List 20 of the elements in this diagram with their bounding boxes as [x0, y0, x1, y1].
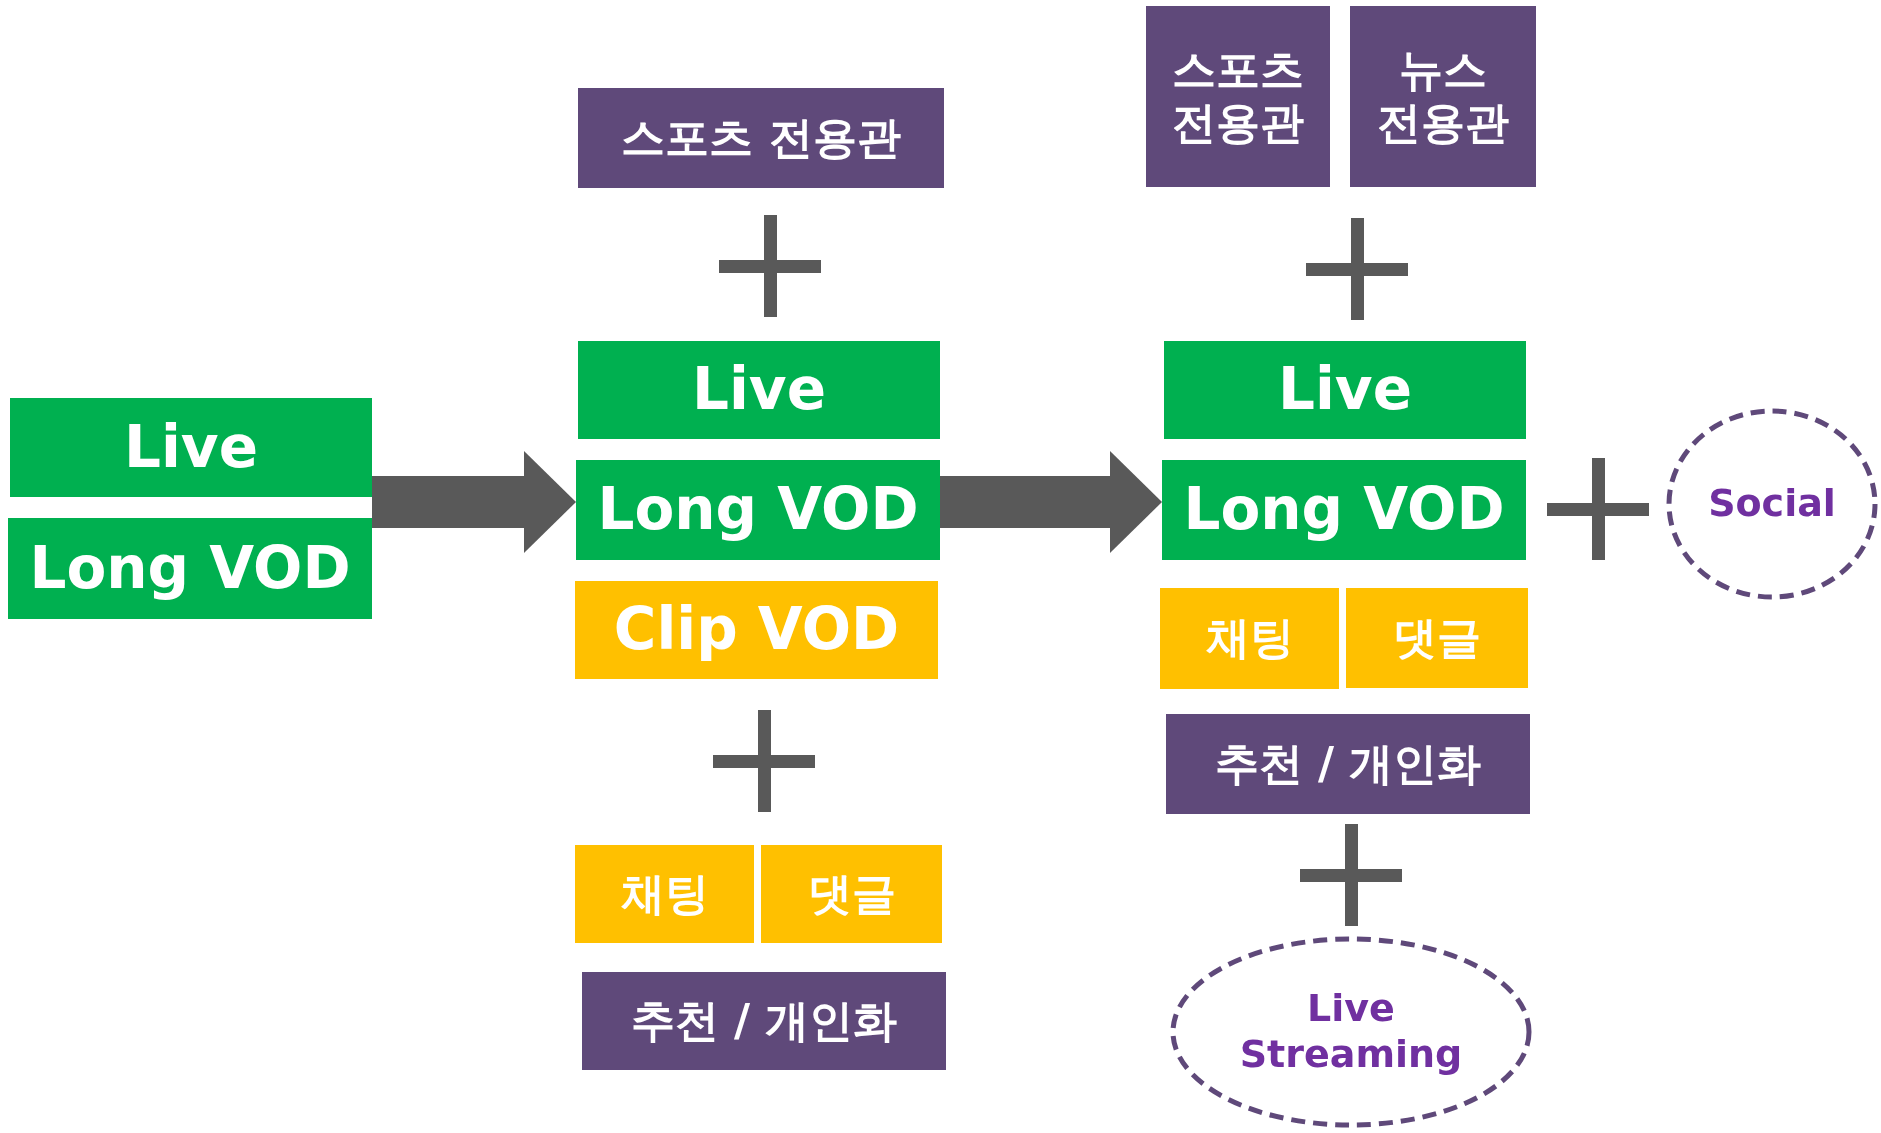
block-arrow [940, 451, 1162, 553]
category-box: 스포츠 전용관 [1146, 6, 1330, 187]
category-box: 추천 / 개인화 [582, 972, 946, 1070]
block-arrow [372, 451, 576, 553]
feature-box: 댓글 [1346, 588, 1528, 688]
feature-box: 채팅 [1160, 588, 1339, 689]
feature-box: Clip VOD [575, 581, 938, 679]
feature-box: Long VOD [1162, 460, 1526, 560]
category-box: 스포츠 전용관 [578, 88, 944, 188]
feature-box: Long VOD [8, 518, 372, 619]
dashed-ellipse: Social [1666, 408, 1878, 600]
feature-box: 채팅 [575, 845, 754, 943]
feature-box: Live [10, 398, 372, 497]
feature-box: Long VOD [576, 460, 940, 560]
category-box: 뉴스 전용관 [1350, 6, 1536, 187]
feature-box: Live [578, 341, 940, 439]
feature-box: 댓글 [761, 845, 942, 943]
dashed-ellipse: Live Streaming [1170, 936, 1532, 1128]
feature-box: Live [1164, 341, 1526, 439]
category-box: 추천 / 개인화 [1166, 714, 1530, 814]
